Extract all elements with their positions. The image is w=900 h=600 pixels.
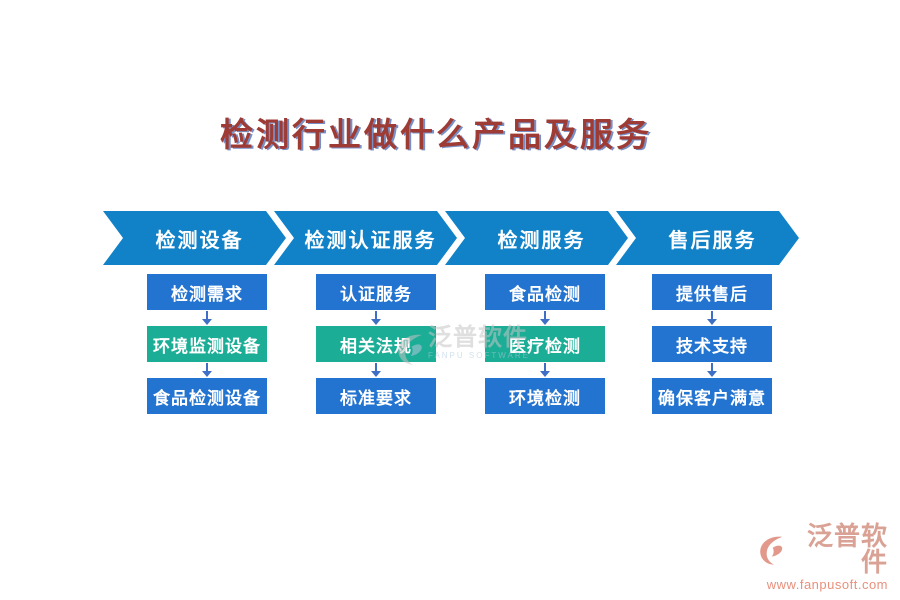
down-arrow-icon bbox=[539, 310, 551, 326]
stage-header-after-sales: 售后服务 bbox=[616, 211, 799, 265]
flow-box: 食品检测设备 bbox=[147, 378, 267, 414]
stage-header-equipment: 检测设备 bbox=[103, 211, 286, 265]
flow-box: 检测需求 bbox=[147, 274, 267, 310]
flow-box: 认证服务 bbox=[316, 274, 436, 310]
flow-column-certification: 认证服务 相关法规 标准要求 bbox=[306, 274, 446, 414]
down-arrow-icon bbox=[370, 362, 382, 378]
flow-box: 相关法规 bbox=[316, 326, 436, 362]
flow-column-equipment: 检测需求 环境监测设备 食品检测设备 bbox=[137, 274, 277, 414]
stage-header-label: 检测设备 bbox=[155, 229, 244, 252]
page-title: 检测行业做什么产品及服务 bbox=[220, 118, 652, 154]
down-arrow-icon bbox=[706, 310, 718, 326]
down-arrow-icon bbox=[201, 362, 213, 378]
footer-brand-name: 泛普软件 bbox=[806, 522, 888, 577]
stage-header-label: 售后服务 bbox=[668, 229, 757, 252]
down-arrow-icon bbox=[370, 310, 382, 326]
fanpu-logo-icon bbox=[760, 536, 783, 565]
stage-header-label: 检测认证服务 bbox=[304, 229, 437, 252]
stage-header-certification: 检测认证服务 bbox=[274, 211, 457, 265]
stage-header-testing-service: 检测服务 bbox=[445, 211, 628, 265]
flow-box: 确保客户满意 bbox=[652, 378, 772, 414]
flow-box: 标准要求 bbox=[316, 378, 436, 414]
footer-brand-url: www.fanpusoft.com bbox=[766, 577, 888, 592]
flow-box: 医疗检测 bbox=[485, 326, 605, 362]
flow-box: 食品检测 bbox=[485, 274, 605, 310]
flow-column-testing-service: 食品检测 医疗检测 环境检测 bbox=[475, 274, 615, 414]
down-arrow-icon bbox=[539, 362, 551, 378]
footer-brand: 泛普软件 www.fanpusoft.com bbox=[758, 524, 888, 592]
flow-box: 环境检测 bbox=[485, 378, 605, 414]
flow-box: 环境监测设备 bbox=[147, 326, 267, 362]
stage-header-label: 检测服务 bbox=[497, 229, 586, 252]
flow-box: 提供售后 bbox=[652, 274, 772, 310]
down-arrow-icon bbox=[201, 310, 213, 326]
down-arrow-icon bbox=[706, 362, 718, 378]
flow-box: 技术支持 bbox=[652, 326, 772, 362]
flow-column-after-sales: 提供售后 技术支持 确保客户满意 bbox=[642, 274, 782, 414]
